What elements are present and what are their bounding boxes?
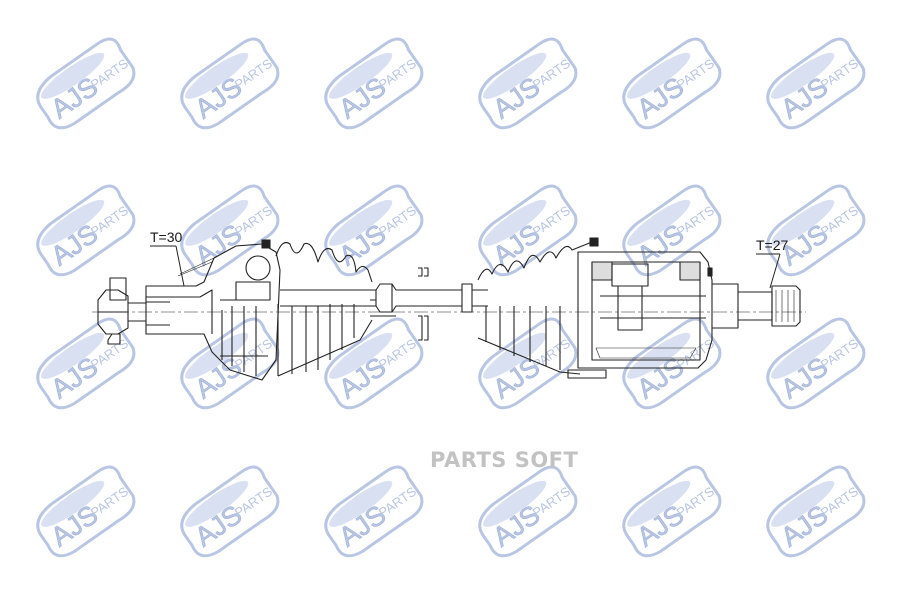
ajs-logo-icon [469, 460, 585, 564]
ajs-logo-icon [171, 32, 287, 136]
ajs-logo-icon [469, 312, 585, 416]
main-shaft [280, 267, 488, 341]
stub-shaft [712, 283, 801, 329]
ajs-logo-icon [315, 179, 431, 283]
ajs-logo-icon [171, 179, 287, 283]
parts-soft-caption: PARTS SOFT [430, 448, 579, 472]
outer-boot [275, 241, 373, 377]
left-callout: T=30 [150, 229, 185, 287]
shaft-assembly [92, 237, 806, 381]
ajs-logo-icon [613, 460, 729, 564]
ajs-logo-icon [315, 32, 431, 136]
ajs-logo-icon [613, 312, 729, 416]
right-thread-label: T=27 [756, 237, 789, 253]
ajs-logo-icon [469, 179, 585, 283]
inner-cv-joint [567, 251, 713, 379]
ajs-logo-icon [171, 460, 287, 564]
ajs-logo-icon [315, 312, 431, 416]
watermark-grid [27, 32, 873, 564]
left-thread-label: T=30 [150, 229, 183, 245]
ajs-logo-icon [757, 312, 873, 416]
inner-boot [477, 237, 599, 375]
outer-cv-joint [145, 239, 281, 381]
ajs-logo-icon [469, 32, 585, 136]
ajs-logo-icon [613, 32, 729, 136]
ajs-logo-icon [757, 32, 873, 136]
ajs-logo-icon [757, 460, 873, 564]
ajs-logo-icon [27, 32, 143, 136]
ajs-logo-icon [171, 312, 287, 416]
ajs-logo-icon [315, 460, 431, 564]
ajs-logo-icon [27, 312, 143, 416]
right-callout: T=27 [756, 237, 789, 289]
ajs-logo-icon [27, 179, 143, 283]
ajs-logo-icon [613, 179, 729, 283]
ajs-logo-icon [27, 460, 143, 564]
dimension-callouts: T=30 T=27 [150, 229, 789, 289]
